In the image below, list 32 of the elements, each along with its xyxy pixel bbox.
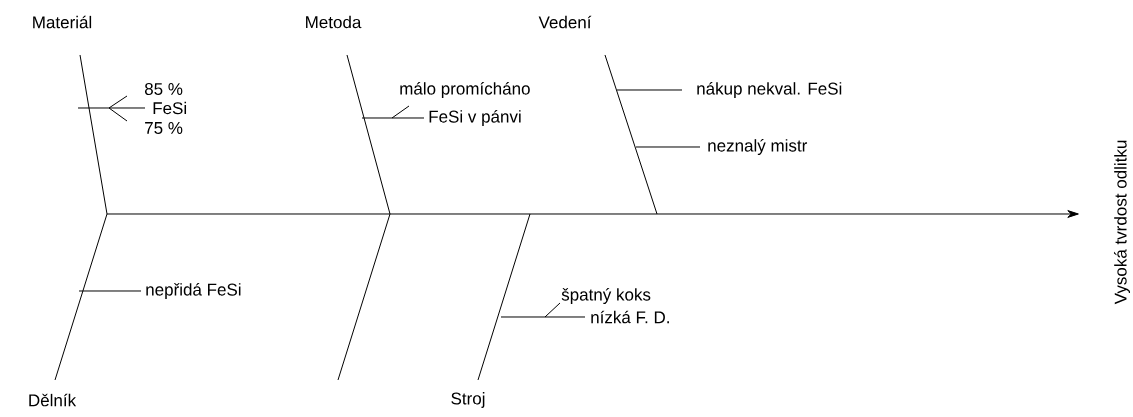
- effect-label: Vysoká tvrdost odlitku: [1113, 140, 1130, 305]
- branch-line: [391, 105, 410, 119]
- category-label: Materiál: [33, 15, 92, 29]
- bone-line: [54, 213, 108, 381]
- bone-line: [346, 54, 391, 215]
- cause-label: nákup nekval. FeSi: [697, 82, 842, 98]
- bone-line: [604, 54, 658, 215]
- cause-line: [78, 290, 142, 292]
- cause-label: nízká F. D.: [591, 310, 669, 324]
- cause-line: [361, 117, 425, 119]
- branch-line: [108, 95, 128, 109]
- cause-line: [635, 146, 701, 148]
- category-label: Vedení: [538, 15, 592, 29]
- branch-line: [108, 107, 128, 122]
- bone-line: [477, 213, 531, 381]
- cause-line: [77, 107, 146, 109]
- cause-label: FeSi v pánvi: [429, 110, 521, 126]
- cause-line: [500, 316, 586, 318]
- cause-line: [616, 89, 683, 91]
- branch-line: [544, 302, 561, 318]
- cause-label: špatný koks: [561, 287, 651, 304]
- cause-label: 85 %: [144, 83, 183, 95]
- cause-label: 75 %: [145, 122, 183, 134]
- category-label: Stroj: [451, 392, 485, 408]
- category-label: Metoda: [306, 15, 362, 29]
- cause-label: nepřidá FeSi: [146, 282, 241, 299]
- cause-label: neznalý mistr: [708, 138, 808, 155]
- spine-arrow: [106, 210, 1079, 218]
- cause-label: FeSi: [153, 101, 187, 115]
- bone-line: [79, 54, 108, 215]
- category-label: Dělník: [29, 393, 77, 407]
- cause-label: málo promícháno: [400, 82, 530, 98]
